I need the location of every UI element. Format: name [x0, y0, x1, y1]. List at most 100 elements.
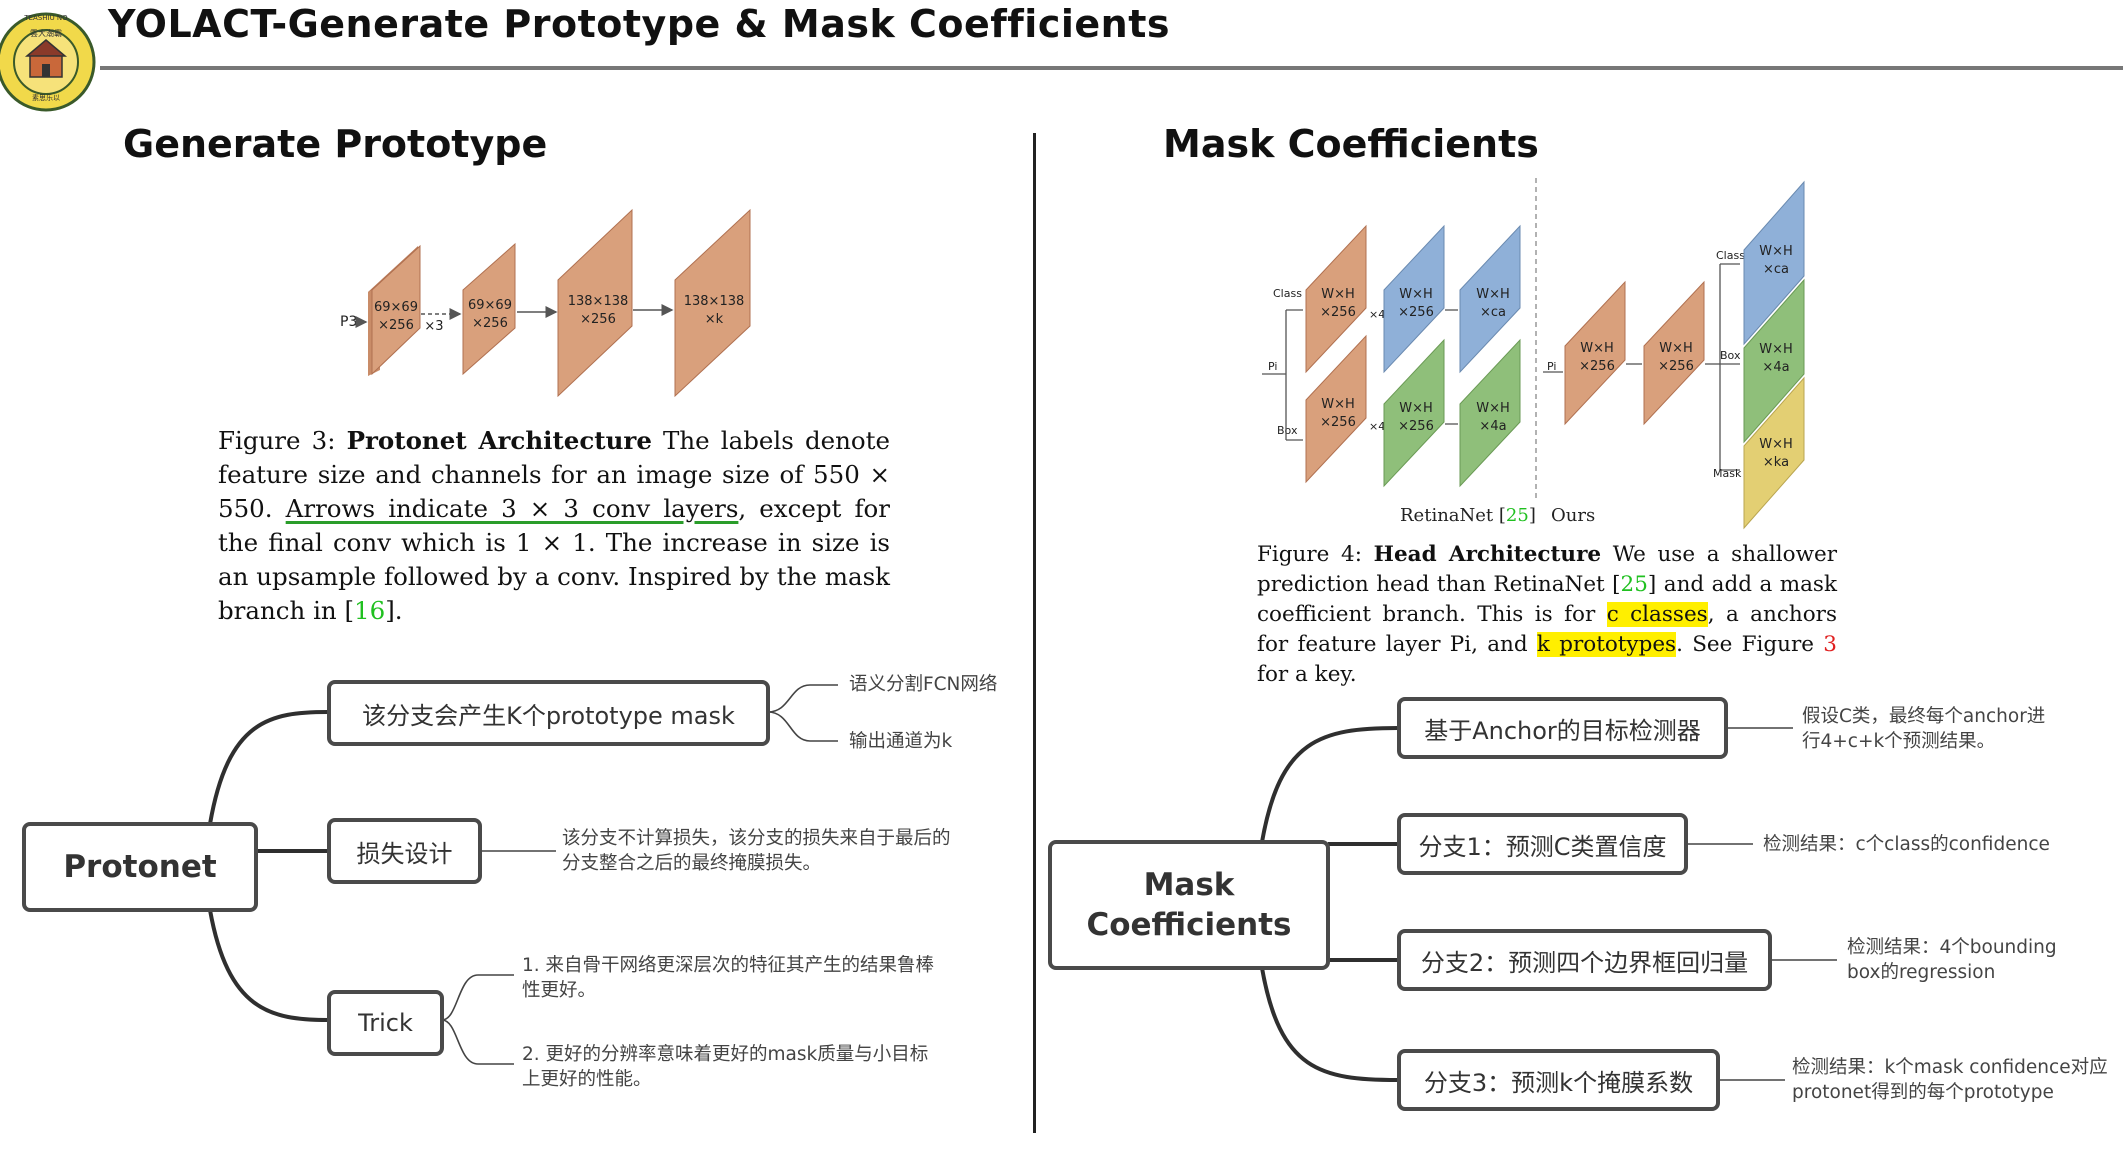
cube-label: ×256 — [1398, 419, 1434, 434]
mindmap-branch-loss-design: 损失设计 — [327, 818, 482, 884]
mindmap-branch-box-regression: 分支2：预测四个边界框回归量 — [1397, 929, 1772, 991]
cube-label: W×H — [1759, 437, 1793, 452]
caption-text: ] and add a mask coefficient branch. Thi… — [1257, 572, 1837, 627]
caption-text: . See Figure — [1676, 632, 1824, 657]
mindmap-branch-prototype-mask: 该分支会产生K个prototype mask — [327, 680, 770, 746]
cube-label: ×256 — [1658, 359, 1694, 374]
mindmap-leaf: 该分支不计算损失，该分支的损失来自于最后的分支整合之后的最终掩膜损失。 — [562, 828, 951, 874]
mindmap-leaf: 检测结果：4个bounding box的regression — [1847, 937, 2057, 983]
logo-center-text: 雲大潮霸 — [30, 28, 62, 38]
figure-3-caption: Figure 3: Protonet Architecture The labe… — [218, 424, 890, 628]
mindmap-branch-class-confidence: 分支1：预测C类置信度 — [1397, 813, 1688, 875]
cube-label: ×ca — [1763, 262, 1789, 277]
caption-highlight: k prototypes — [1536, 632, 1677, 657]
slide-title: YOLACT-Generate Prototype & Mask Coeffic… — [108, 2, 1170, 46]
caption-text: ]. — [385, 596, 403, 625]
caption-highlight: c classes — [1606, 602, 1708, 627]
caption-ref[interactable]: 3 — [1823, 632, 1837, 657]
mindmap-leaf: 语义分割FCN网络 — [849, 674, 998, 695]
caption-bold: Head Architecture — [1373, 542, 1602, 567]
retina-box-output-cube: W×H ×4a — [1459, 338, 1521, 488]
retina-x4-label: ×4 — [1369, 308, 1385, 321]
cube-label: ×256 — [472, 316, 508, 331]
cube-label: ×256 — [378, 318, 414, 333]
mindmap-leaf: 1. 来自骨干网络更深层次的特征其产生的结果鲁棒性更好。 — [522, 955, 935, 1001]
caption-text: for a key. — [1257, 662, 1357, 687]
cube-label: ×4a — [1762, 360, 1789, 375]
ours-conv-cube-2: W×H ×256 — [1643, 280, 1705, 426]
cube-label: ×256 — [1320, 415, 1356, 430]
column-divider — [1033, 133, 1036, 1133]
retina-class-conv-cube: W×H ×256 — [1305, 224, 1367, 374]
caption-bold: Protonet Architecture — [346, 426, 652, 455]
caption-text: The labels denote feature size and chann… — [218, 426, 890, 523]
caption-ref[interactable]: 16 — [354, 596, 386, 625]
cube-label: W×H — [1399, 401, 1433, 416]
retina-box-256-cube: W×H ×256 — [1383, 338, 1445, 488]
retina-box-conv-cube: W×H ×256 — [1305, 334, 1367, 484]
caption-text: We use a shallower prediction head than … — [1257, 542, 1837, 597]
ours-conv-cube-1: W×H ×256 — [1564, 280, 1626, 426]
mindmap-leaf: 输出通道为k — [849, 731, 953, 752]
caption-prefix: Figure 4: — [1257, 542, 1374, 567]
mindmap-root-protonet: Protonet — [22, 822, 258, 912]
retinanet-label: RetinaNet [25] — [1400, 505, 1536, 526]
caption-text: , except for the final conv which is 1 ×… — [218, 494, 891, 625]
ours-pi-label: Pi — [1547, 360, 1556, 373]
caption-prefix: Figure 3: — [218, 426, 347, 455]
retina-box-label: Box — [1277, 424, 1298, 437]
ours-label: Ours — [1551, 505, 1595, 526]
retina-pi-label: Pi — [1268, 360, 1277, 373]
mindmap-leaf: 2. 更好的分辨率意味着更好的mask质量与小目标上更好的性能。 — [522, 1044, 929, 1090]
cube-label: 69×69 — [468, 298, 512, 313]
caption-underlined: Arrows indicate 3 × 3 conv layers — [285, 494, 739, 523]
logo-bottom-text: 素思乐以 — [32, 93, 60, 102]
title-rule — [100, 66, 2123, 70]
retina-class-256-cube: W×H ×256 — [1383, 224, 1445, 374]
ours-box-label: Box — [1720, 349, 1741, 362]
cube-label: W×H — [1321, 287, 1355, 302]
cube-label: W×H — [1399, 287, 1433, 302]
cube-label: W×H — [1476, 401, 1510, 416]
cube-label: ×k — [705, 312, 724, 327]
mindmap-leaf: 假设C类，最终每个anchor进行4+c+k个预测结果。 — [1802, 706, 2046, 752]
logo-top-text: TEASHIU NO — [23, 14, 68, 22]
cube-label: W×H — [1580, 341, 1614, 356]
caption-text: , a anchors for feature layer Pi, and — [1257, 602, 1837, 657]
mindmap-leaf: 检测结果：c个class的confidence — [1763, 834, 2050, 855]
cube-label: W×H — [1759, 342, 1793, 357]
ours-mask-label: Mask — [1713, 467, 1742, 480]
cube-label: ×ca — [1480, 305, 1506, 320]
protonet-cube-1: 69×69 ×256 — [368, 244, 421, 376]
cube-label: W×H — [1759, 244, 1793, 259]
retina-x4-label: ×4 — [1369, 420, 1385, 433]
section-title-mask-coefficients: Mask Coefficients — [1163, 122, 1539, 166]
mindmap-branch-anchor-detector: 基于Anchor的目标检测器 — [1397, 697, 1728, 759]
retina-class-output-cube: W×H ×ca — [1459, 224, 1521, 374]
ours-mask-output-cube: W×H ×ka — [1743, 376, 1805, 530]
caption-ref[interactable]: 25 — [1620, 572, 1648, 597]
protonet-cube-4: 138×138 ×k — [674, 208, 751, 398]
ours-class-label: Class — [1716, 249, 1745, 262]
cube-label: ×ka — [1763, 455, 1789, 470]
mindmap-branch-mask-coefficients: 分支3：预测k个掩膜系数 — [1397, 1049, 1720, 1111]
retina-class-label: Class — [1273, 287, 1302, 300]
cube-label: 138×138 — [684, 294, 745, 309]
cube-label: W×H — [1659, 341, 1693, 356]
cube-label: W×H — [1476, 287, 1510, 302]
cube-label: W×H — [1321, 397, 1355, 412]
repeat-label: ×3 — [424, 319, 443, 334]
cube-label: ×256 — [1579, 359, 1615, 374]
ours-box-output-cube: W×H ×4a — [1743, 278, 1805, 444]
cube-label: 138×138 — [568, 294, 629, 309]
figure-4-caption: Figure 4: Head Architecture We use a sha… — [1257, 540, 1837, 690]
protonet-cube-3: 138×138 ×256 — [557, 208, 633, 398]
protonet-cube-2: 69×69 ×256 — [462, 242, 516, 376]
cube-label: ×256 — [1320, 305, 1356, 320]
p3-label: P3 — [340, 314, 357, 330]
cube-label: 69×69 — [374, 300, 418, 315]
cube-label: ×256 — [1398, 305, 1434, 320]
